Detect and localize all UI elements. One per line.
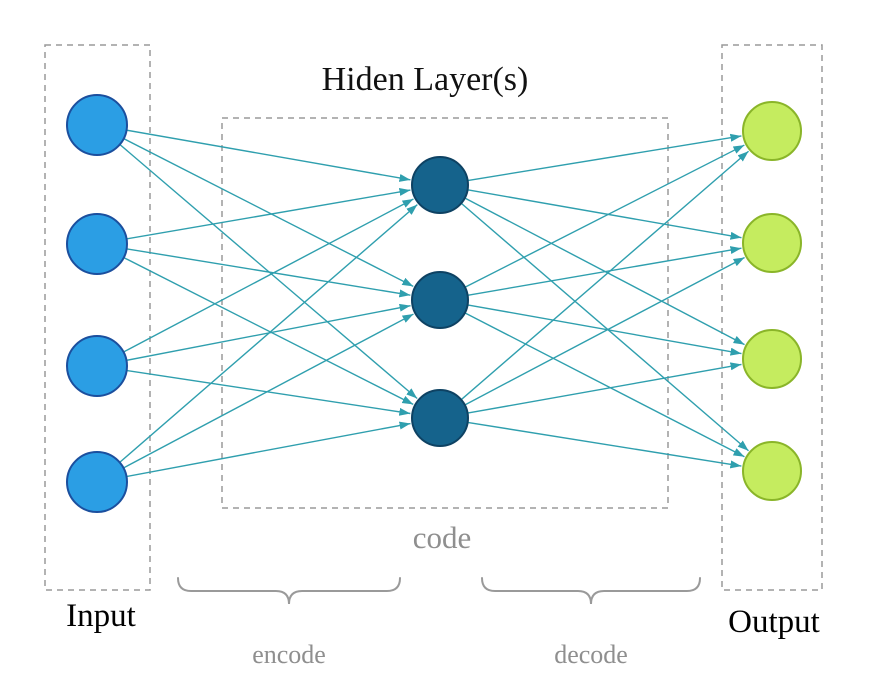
output-label: Output (728, 604, 820, 640)
encode-label: encode (252, 640, 326, 669)
output-node (742, 441, 802, 501)
edge-line (467, 304, 742, 356)
input-node (66, 451, 128, 513)
hidden-node (411, 156, 469, 214)
output-node (742, 101, 802, 161)
hidden-node (411, 389, 469, 447)
edge-line (126, 421, 411, 478)
decode-brace (481, 577, 701, 605)
edge-line (464, 144, 745, 288)
edge-line (126, 369, 411, 416)
hidden-node (411, 271, 469, 329)
node-group (66, 94, 802, 513)
edge-line (464, 312, 745, 458)
edge-line (464, 256, 745, 406)
output-layer-box (721, 44, 823, 591)
edge-line (467, 133, 742, 182)
edge-line (467, 362, 742, 414)
edge-line (123, 198, 414, 353)
input-node (66, 94, 128, 156)
decode-label: decode (554, 640, 628, 669)
edge-line (126, 248, 411, 298)
edge-line (119, 204, 418, 463)
output-node (742, 329, 802, 389)
edge-line (123, 313, 414, 469)
code-label: code (413, 520, 472, 555)
input-layer-box (44, 44, 151, 591)
input-node (66, 213, 128, 275)
input-node (66, 335, 128, 397)
edge-line (123, 138, 414, 287)
edge-line (467, 421, 742, 469)
diagram-title: Hiden Layer(s) (322, 61, 529, 98)
encode-brace (177, 577, 401, 605)
input-label: Input (66, 598, 136, 634)
edge-line (126, 129, 411, 182)
edge-line (123, 256, 414, 406)
output-node (742, 213, 802, 273)
hidden-layer-box (221, 117, 669, 509)
edge-line (467, 189, 742, 240)
edge-line (460, 150, 750, 401)
edge-line (126, 188, 411, 240)
edge-line (460, 202, 749, 452)
edge-line (467, 246, 742, 296)
edge-group (119, 129, 750, 478)
